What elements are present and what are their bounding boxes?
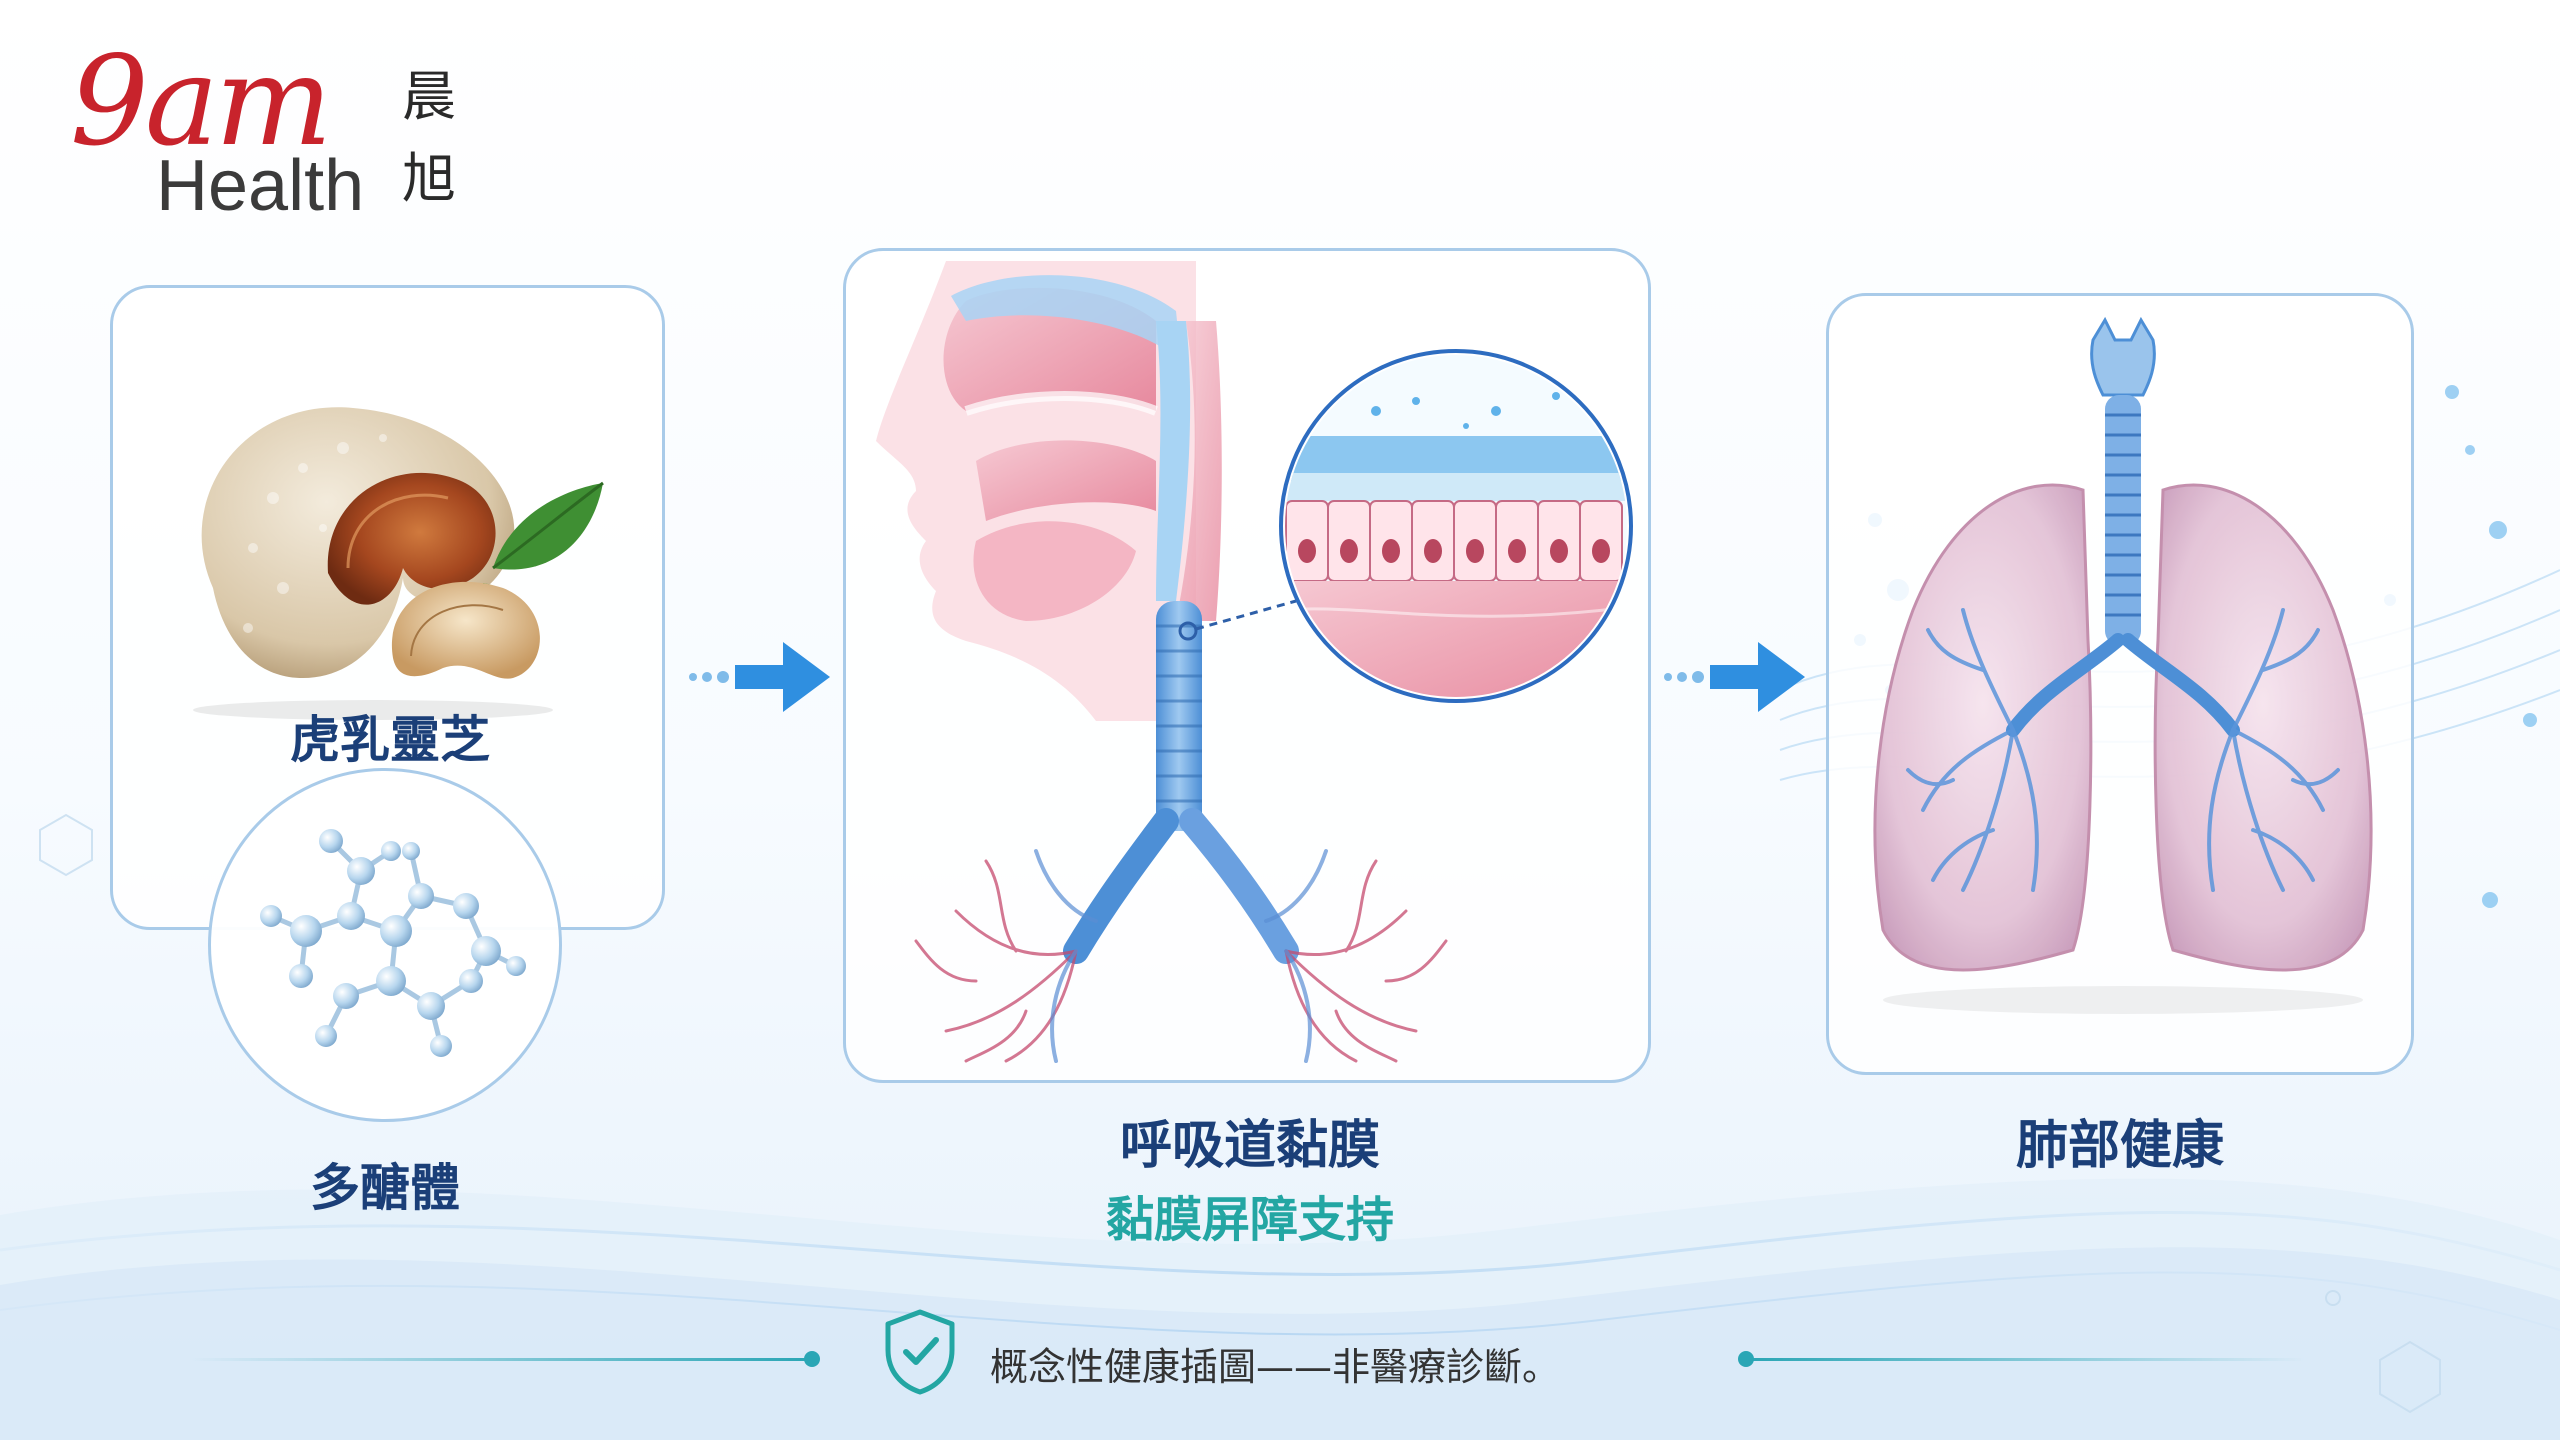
footer-divider-right bbox=[1746, 1358, 2306, 1361]
mucosa-support-label: 黏膜屏障支持 bbox=[1105, 1192, 1394, 1248]
lung-health-panel bbox=[1826, 293, 2414, 1075]
logo-chinese-top: 晨 bbox=[402, 65, 456, 128]
mushroom-illustration bbox=[193, 407, 604, 720]
logo-sub-text: Health bbox=[156, 146, 365, 226]
polysaccharide-label: 多醣體 bbox=[310, 1159, 460, 1217]
arrow-right-icon bbox=[1664, 642, 1805, 712]
molecule-icon bbox=[260, 829, 526, 1057]
respiratory-tract-illustration bbox=[876, 261, 1633, 1063]
lung-health-label: 肺部健康 bbox=[2015, 1116, 2224, 1176]
polysaccharide-circle bbox=[208, 768, 562, 1122]
brand-logo: 9am Health 晨 旭 bbox=[60, 40, 500, 230]
logo-brand-text: 9am bbox=[70, 30, 332, 174]
disclaimer-text: 概念性健康插圖——非醫療診斷。 bbox=[990, 1345, 1561, 1389]
mucosa-label: 呼吸道黏膜 bbox=[1119, 1116, 1380, 1176]
shield-check-icon bbox=[885, 1309, 955, 1395]
logo-chinese-bottom: 旭 bbox=[402, 147, 456, 210]
lungs-illustration bbox=[1873, 316, 2373, 1014]
arrow-right-icon bbox=[689, 642, 830, 712]
respiratory-mucosa-panel bbox=[843, 248, 1651, 1083]
mushroom-panel bbox=[110, 285, 665, 930]
footer-divider-dot-left bbox=[804, 1351, 820, 1367]
footer-divider-left bbox=[190, 1358, 812, 1361]
mushroom-label: 虎乳靈芝 bbox=[290, 711, 490, 769]
